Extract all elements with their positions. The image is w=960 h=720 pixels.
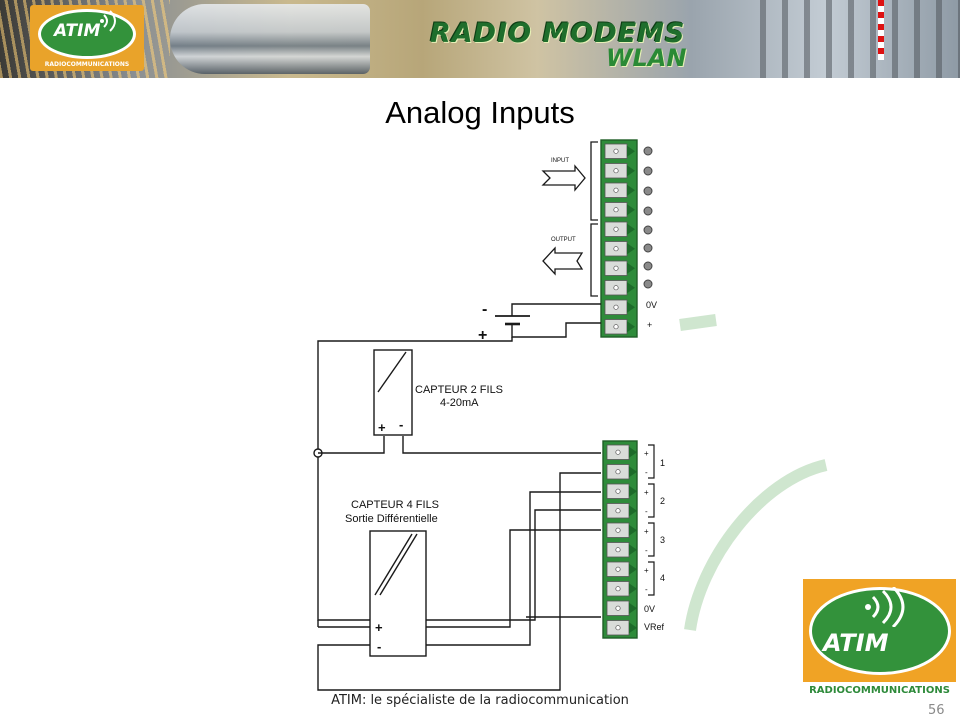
terminal-screw	[613, 168, 619, 174]
banner-subtitle: WLAN	[606, 44, 687, 72]
banner-chimney	[878, 0, 884, 60]
terminal-screw	[613, 324, 619, 330]
terminal-screw	[613, 148, 619, 154]
terminal-screw	[615, 625, 621, 631]
terminal-screw	[615, 488, 621, 494]
terminal-screw	[613, 304, 619, 310]
atim-logo: ATIM RADIOCOMMUNICATIONS	[803, 579, 956, 699]
banner-logo-caption: RADIOCOMMUNICATIONS	[44, 61, 130, 68]
terminal-screw	[615, 508, 621, 514]
terminal-screw	[613, 226, 619, 232]
input-label: INPUT	[551, 158, 569, 164]
channel-4-minus: -	[645, 585, 648, 594]
banner-refinery-image	[760, 0, 960, 78]
slide-footer: ATIM: le spécialiste de la radiocommunic…	[331, 693, 629, 708]
terminal-screw	[615, 527, 621, 533]
power-minus-label: -	[482, 301, 487, 318]
signal-waves-icon	[865, 587, 905, 627]
channel-3-minus: -	[645, 546, 648, 555]
channel-1-number: 1	[660, 458, 665, 468]
sensor2-title: CAPTEUR 2 FILS	[415, 384, 503, 396]
terminal-tab	[629, 446, 637, 458]
channel-3-number: 3	[660, 535, 665, 545]
logo-caption: RADIOCOMMUNICATIONS	[803, 682, 956, 699]
sensor2-plus: +	[378, 420, 386, 435]
slide-title: Analog Inputs	[385, 95, 575, 130]
terminal-tab	[629, 602, 637, 614]
channel-1-plus: +	[644, 449, 649, 458]
banner-logo: ATIM RADIOCOMMUNICATIONS	[30, 5, 144, 71]
bottom-0v-label: 0V	[644, 604, 655, 614]
logo-text: ATIM	[823, 629, 889, 657]
terminal-tab	[629, 485, 637, 497]
terminal-tab	[629, 563, 637, 575]
terminal-screw	[615, 605, 621, 611]
terminal-screw	[613, 187, 619, 193]
terminal-tab	[627, 321, 635, 333]
banner-logo-text: ATIM	[54, 21, 101, 41]
channel-2-minus: -	[645, 507, 648, 516]
terminal-tab	[627, 165, 635, 177]
terminal-screw	[615, 586, 621, 592]
terminal-screw	[615, 449, 621, 455]
bottom-vref-label: VRef	[644, 622, 665, 632]
terminal-screw	[613, 265, 619, 271]
sensor4-output: Sortie Différentielle	[345, 513, 438, 525]
terminal-tab	[627, 184, 635, 196]
channel-1-minus: -	[645, 468, 648, 477]
terminal-tab	[629, 544, 637, 556]
terminal-tab	[629, 505, 637, 517]
channel-4-plus: +	[644, 566, 649, 575]
output-label: OUTPUT	[551, 237, 576, 243]
terminal-tab	[629, 622, 637, 634]
top-0v-label: 0V	[646, 300, 657, 310]
sensor2-minus: -	[399, 417, 403, 432]
channel-2-number: 2	[660, 496, 665, 506]
terminal-screw	[615, 566, 621, 572]
top-plus-label: +	[647, 320, 652, 330]
logo-oval	[809, 587, 951, 675]
power-plus-label: +	[478, 327, 487, 344]
top-terminal-cells	[604, 143, 635, 335]
terminal-tab	[627, 204, 635, 216]
sensor2-range: 4-20mA	[440, 397, 479, 409]
terminal-tab	[629, 466, 637, 478]
terminal-tab	[627, 223, 635, 235]
channel-3-plus: +	[644, 527, 649, 536]
banner-logo-oval	[38, 9, 136, 59]
bottom-terminal-cells	[606, 444, 637, 636]
sensor4-title: CAPTEUR 4 FILS	[351, 499, 439, 511]
channel-4-number: 4	[660, 573, 665, 583]
terminal-tab	[627, 145, 635, 157]
channel-2-plus: +	[644, 488, 649, 497]
terminal-tab	[627, 282, 635, 294]
terminal-tab	[629, 583, 637, 595]
banner-title: RADIO MODEMS	[430, 18, 686, 49]
terminal-tab	[627, 262, 635, 274]
terminal-screw	[613, 246, 619, 252]
terminal-screw	[615, 547, 621, 553]
terminal-screw	[613, 285, 619, 291]
terminal-tab	[627, 301, 635, 313]
header-banner: ATIM RADIOCOMMUNICATIONS RADIO MODEMS WL…	[0, 0, 960, 78]
page-number: 56	[928, 703, 945, 718]
terminal-screw	[615, 469, 621, 475]
terminal-tab	[627, 243, 635, 255]
terminal-screw	[613, 207, 619, 213]
terminal-tab	[629, 524, 637, 536]
signal-waves-icon	[100, 10, 116, 32]
banner-train-image	[170, 4, 370, 74]
sensor4-minus: -	[377, 639, 381, 654]
sensor4-plus: +	[375, 620, 383, 635]
